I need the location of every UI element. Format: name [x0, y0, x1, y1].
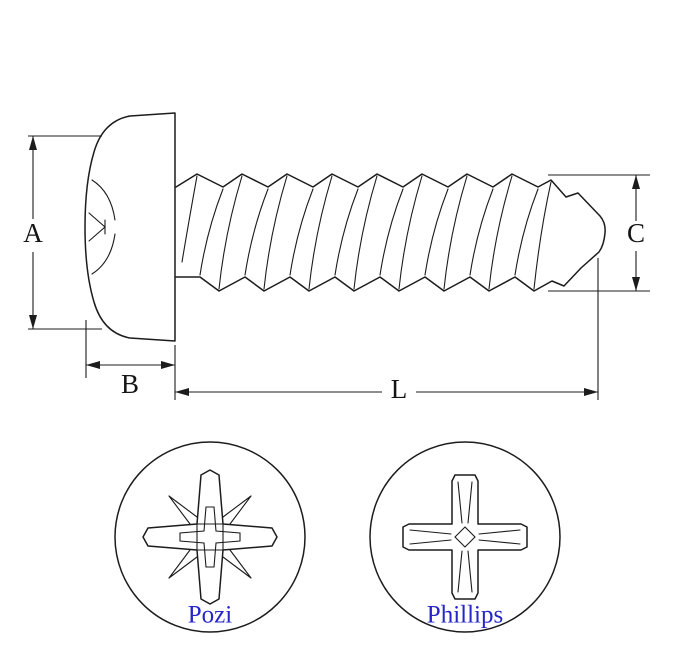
dim-l-arrow-right: [584, 388, 598, 396]
dim-b-arrow-right: [161, 361, 175, 369]
phillips-cross-outline: [402, 474, 528, 600]
phillips-drive-circle: [369, 441, 561, 633]
dim-a-arrow-up: [29, 136, 37, 150]
dimension-l: L: [175, 258, 599, 404]
pozi-drive-detail: Pozi: [114, 441, 306, 633]
dimension-a: A: [23, 135, 102, 330]
phillips-inner-lines: [409, 481, 521, 593]
dim-label-thread-diameter: C: [627, 218, 645, 248]
dim-c-extension-lines: [548, 174, 650, 292]
dim-b-extension-lines: [85, 320, 176, 400]
dim-a-extension-lines: [28, 135, 102, 330]
dim-b-arrow-left: [86, 361, 100, 369]
dimension-b: B: [85, 320, 176, 400]
pozi-drive-circle: [114, 441, 306, 633]
screw-thread-ridge-lines: [181, 175, 539, 276]
phillips-drive-detail: Phillips: [369, 441, 561, 633]
screw-recess-side-lines: [88, 179, 116, 275]
dim-label-length: L: [391, 374, 408, 404]
screw-shank-outline: [175, 173, 606, 292]
screw-side-view: [84, 112, 606, 342]
screw-head-outline: [84, 112, 176, 342]
phillips-center-square: [454, 526, 476, 548]
pozi-inner-cross: [179, 506, 241, 568]
pozi-label: Pozi: [188, 602, 233, 629]
dim-c-arrow-down: [632, 277, 640, 291]
dim-a-arrow-down: [29, 315, 37, 329]
dim-c-arrow-up: [632, 175, 640, 189]
dim-label-head-height: B: [121, 369, 139, 399]
dim-l-arrow-left: [175, 388, 189, 396]
dimension-c: C: [548, 174, 650, 292]
dim-label-head-diameter: A: [23, 218, 43, 248]
pozi-cross-outline: [142, 469, 278, 605]
screw-thread-flank-lines: [218, 175, 552, 290]
pozi-center-square: [196, 523, 224, 551]
phillips-label: Phillips: [427, 602, 503, 629]
pozi-diagonal-ticks: [168, 495, 252, 579]
